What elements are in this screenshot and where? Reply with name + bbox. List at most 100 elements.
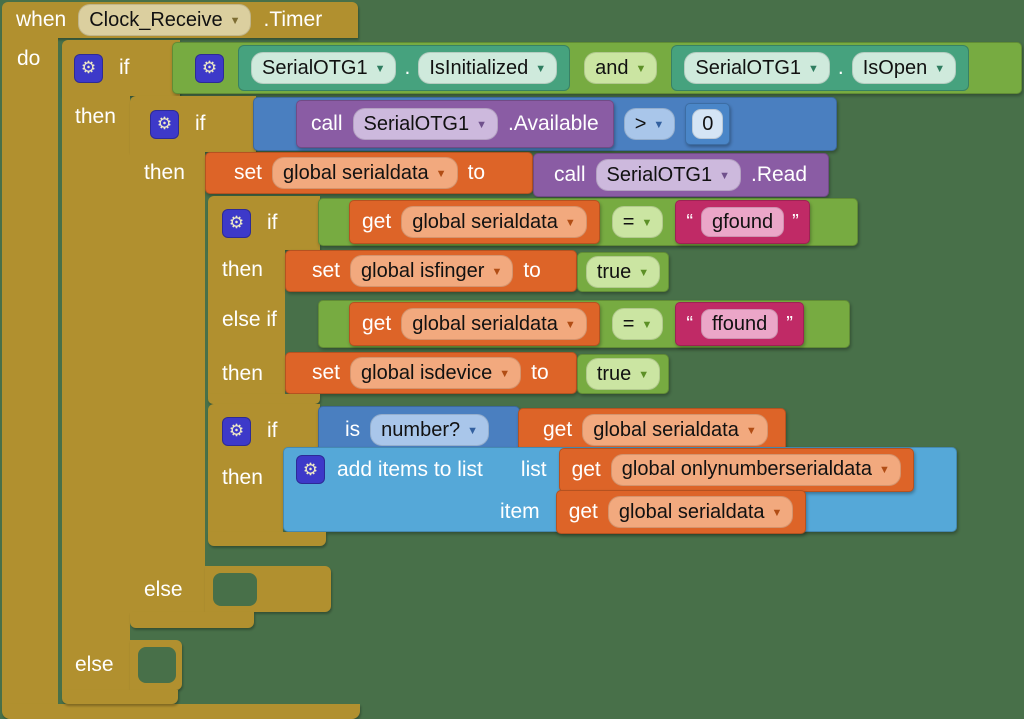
variable-dropdown-label: global isfinger: [361, 259, 485, 282]
when-event-block[interactable]: when Clock_Receive ▼ .Timer: [2, 2, 358, 38]
equals-comparison-ffound[interactable]: get global serialdata ▼ = ▼ “ ffound ”: [318, 300, 850, 348]
property-dropdown[interactable]: IsInitialized ▼: [418, 52, 558, 84]
number-input[interactable]: 0: [692, 109, 724, 139]
variable-dropdown-label: global serialdata: [618, 500, 765, 523]
mutator-gear-icon[interactable]: ⚙: [74, 53, 103, 83]
get-serialdata-block[interactable]: get global serialdata ▼: [349, 200, 600, 244]
text-string-gfound-block[interactable]: “ gfound ”: [675, 200, 810, 244]
get-label: get: [571, 457, 601, 481]
variable-dropdown[interactable]: global serialdata ▼: [401, 308, 587, 340]
logic-and-block[interactable]: ⚙ SerialOTG1 ▼ . IsInitialized ▼ and ▼ S…: [172, 42, 1022, 94]
get-serialdata-block[interactable]: get global serialdata ▼: [518, 408, 786, 452]
if1-spine[interactable]: then else: [62, 96, 130, 690]
text-string-ffound-block[interactable]: “ ffound ”: [675, 302, 804, 346]
if1-else-empty-socket[interactable]: [130, 640, 182, 690]
if4-header[interactable]: ⚙ if: [208, 404, 320, 458]
variable-dropdown[interactable]: global isfinger ▼: [350, 255, 514, 287]
if3-header[interactable]: ⚙ if: [208, 196, 320, 250]
mutator-gear-icon[interactable]: ⚙: [222, 208, 251, 238]
list-socket-label: list: [520, 457, 547, 481]
if1-bottom[interactable]: [62, 690, 178, 704]
call-read-block[interactable]: call SerialOTG1 ▼ .Read: [533, 153, 829, 197]
dropdown-arrow-icon: ▼: [638, 368, 650, 381]
variable-dropdown[interactable]: global serialdata ▼: [272, 157, 458, 189]
mutator-gear-icon[interactable]: ⚙: [222, 416, 251, 446]
get-label: get: [568, 500, 598, 523]
variable-dropdown[interactable]: global serialdata ▼: [607, 496, 794, 528]
component-dropdown[interactable]: Clock_Receive ▼: [78, 4, 252, 36]
is-number-block[interactable]: is number? ▼: [318, 406, 520, 454]
greater-than-comparison-block[interactable]: call SerialOTG1 ▼ .Available > ▼ 0: [253, 97, 837, 151]
then-label: then: [222, 258, 263, 281]
string-input[interactable]: gfound: [701, 207, 785, 237]
mutator-gear-icon[interactable]: ⚙: [296, 455, 325, 484]
string-value: ffound: [712, 312, 768, 335]
equals-comparison-gfound[interactable]: get global serialdata ▼ = ▼ “ gfound ”: [318, 198, 858, 246]
else-if-label: else if: [222, 308, 277, 331]
true-dropdown[interactable]: true ▼: [585, 358, 661, 390]
if4-spine[interactable]: then: [208, 458, 283, 532]
item-socket-label: item: [500, 500, 540, 523]
component-dropdown[interactable]: SerialOTG1 ▼: [352, 108, 498, 140]
dropdown-arrow-icon: ▼: [229, 14, 241, 27]
variable-dropdown-label: global serialdata: [412, 210, 558, 233]
if2-else-empty-socket[interactable]: [205, 566, 331, 612]
variable-dropdown[interactable]: global serialdata ▼: [401, 206, 587, 238]
if1-header[interactable]: ⚙ if: [62, 40, 180, 96]
when-block-spine[interactable]: do: [2, 38, 58, 704]
number-check-dropdown[interactable]: number? ▼: [370, 414, 489, 446]
if2-header[interactable]: ⚙ if: [130, 96, 256, 152]
string-input[interactable]: ffound: [701, 309, 779, 339]
get-onlynumberserialdata-block[interactable]: get global onlynumberserialdata ▼: [558, 447, 914, 492]
comparison-operator-dropdown[interactable]: > ▼: [623, 108, 676, 140]
if2-bottom[interactable]: [130, 612, 254, 628]
set-serialdata-block[interactable]: set global serialdata ▼ to: [205, 152, 533, 194]
logic-true-block[interactable]: true ▼: [577, 252, 669, 292]
variable-dropdown[interactable]: global serialdata ▼: [582, 414, 768, 446]
dropdown-arrow-icon: ▼: [641, 216, 653, 229]
get-label: get: [362, 312, 392, 335]
logic-true-block[interactable]: true ▼: [577, 354, 669, 394]
dropdown-arrow-icon: ▼: [653, 118, 665, 131]
if3-bottom[interactable]: [208, 394, 320, 404]
get-serialdata-block[interactable]: get global serialdata ▼: [555, 490, 807, 534]
true-dropdown[interactable]: true ▼: [585, 256, 661, 288]
component-dropdown[interactable]: SerialOTG1 ▼: [684, 52, 830, 84]
property-getter-isopen[interactable]: SerialOTG1 ▼ . IsOpen ▼: [671, 45, 970, 91]
if-label: if: [195, 112, 206, 135]
property-dropdown[interactable]: IsOpen ▼: [851, 52, 957, 84]
component-dropdown[interactable]: SerialOTG1 ▼: [251, 52, 397, 84]
dropdown-arrow-icon: ▼: [535, 62, 547, 75]
when-block-bottom[interactable]: [2, 704, 360, 719]
if2-spine[interactable]: then else: [130, 152, 205, 612]
set-isdevice-block[interactable]: set global isdevice ▼ to: [285, 352, 577, 394]
call-available-block[interactable]: call SerialOTG1 ▼ .Available: [296, 100, 614, 148]
method-name: .Available: [508, 112, 599, 135]
if-label: if: [267, 419, 278, 442]
call-label: call: [311, 112, 343, 135]
component-dropdown-label: SerialOTG1: [606, 163, 713, 186]
variable-dropdown[interactable]: global isdevice ▼: [350, 357, 522, 389]
then-label: then: [222, 362, 263, 385]
and-operator-dropdown[interactable]: and ▼: [584, 52, 658, 84]
set-isfinger-block[interactable]: set global isfinger ▼ to: [285, 250, 577, 292]
get-serialdata-block[interactable]: get global serialdata ▼: [349, 302, 600, 346]
mutator-gear-icon[interactable]: ⚙: [150, 109, 179, 139]
equals-operator-dropdown[interactable]: = ▼: [611, 206, 664, 238]
variable-dropdown[interactable]: global onlynumberserialdata ▼: [610, 453, 901, 486]
component-dropdown[interactable]: SerialOTG1 ▼: [595, 159, 741, 191]
property-dropdown-label: IsOpen: [862, 56, 928, 79]
event-name: .Timer: [263, 8, 323, 31]
number-block[interactable]: 0: [685, 103, 731, 145]
number-check-label: number?: [381, 418, 461, 441]
property-getter-isinitialized[interactable]: SerialOTG1 ▼ . IsInitialized ▼: [238, 45, 571, 91]
if3-spine[interactable]: then else if then: [208, 250, 285, 396]
mutator-gear-icon[interactable]: ⚙: [195, 53, 224, 83]
call-label: call: [554, 163, 586, 186]
then-label: then: [144, 161, 185, 184]
true-label: true: [596, 362, 632, 385]
add-items-to-list-block[interactable]: ⚙ add items to list list get global only…: [283, 447, 957, 534]
if4-bottom[interactable]: [208, 532, 326, 546]
equals-operator-dropdown[interactable]: = ▼: [611, 308, 664, 340]
